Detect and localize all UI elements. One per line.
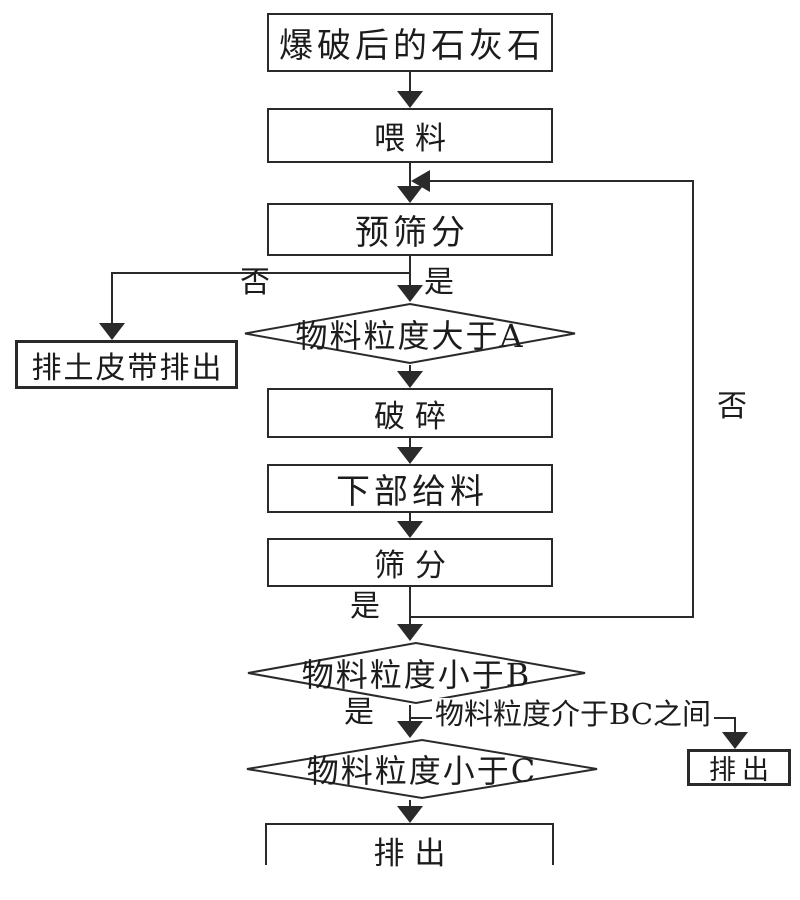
node-discharge-right: 排出 [687, 749, 791, 786]
node-blasted-limestone-label: 爆破后的石灰石 [279, 26, 545, 66]
label-yes-pre-screening: 是 [424, 265, 454, 300]
connector-no-branch-horizontal [111, 272, 410, 274]
decision-size-greater-than-a: 物料粒度大于A [243, 302, 577, 365]
connector-screening-to-decision-b [409, 587, 411, 626]
label-no-return-loop: 否 [717, 389, 747, 424]
arrowhead-into-discharge-right-icon [722, 732, 748, 749]
arrowhead-into-decision-a-icon [397, 285, 423, 302]
node-crushing: 破碎 [267, 388, 553, 438]
diamond-shape [247, 641, 586, 705]
node-discharge-bottom-label: 排出 [373, 836, 456, 872]
node-screening-label: 筛分 [374, 548, 456, 584]
node-screening: 筛分 [267, 538, 553, 587]
node-blasted-limestone: 爆破后的石灰石 [267, 13, 553, 72]
arrowhead-into-lower-feeding-icon [397, 447, 423, 464]
decision-size-less-than-b: 物料粒度小于B [246, 641, 587, 705]
label-yes-screening: 是 [350, 589, 380, 624]
node-crushing-label: 破碎 [374, 398, 456, 435]
label-yes-less-than-b: 是 [344, 695, 374, 730]
node-feeding-label: 喂料 [374, 121, 456, 157]
connector-decision-a-to-crushing [409, 365, 411, 374]
node-lower-feeding-label: 下部给料 [336, 472, 488, 512]
decision-size-less-than-c: 物料粒度小于C [245, 738, 599, 800]
connector-decision-b-to-decision-c [409, 705, 411, 723]
node-discharge-right-label: 排出 [709, 755, 775, 786]
connector-no-branch-vertical [111, 272, 113, 325]
connector-lower-feeding-to-screening [409, 513, 411, 523]
node-discharge-bottom: 排出 [265, 823, 554, 872]
connector-bc-branch-vertical [734, 717, 736, 734]
label-no-pre-screening: 否 [240, 265, 270, 300]
arrowhead-into-waste-belt-icon [99, 323, 125, 340]
decision-size-less-than-c-label: 物料粒度小于C [306, 752, 538, 790]
arrowhead-into-discharge-bottom-icon [397, 806, 423, 823]
node-waste-belt-discharge-label: 排土皮带排出 [31, 350, 224, 386]
node-feeding: 喂料 [267, 108, 553, 163]
arrowhead-into-screening-icon [397, 521, 423, 538]
node-pre-screening-label: 预筛分 [355, 213, 469, 253]
connector-feeding-to-prescreening [409, 163, 411, 188]
node-pre-screening: 预筛分 [267, 203, 553, 256]
diamond-shape [246, 738, 598, 800]
connector-prescreening-to-decision-a [409, 256, 411, 287]
label-between-b-and-c: 物料粒度介于BC之间 [432, 698, 715, 731]
connector-return-vertical [692, 180, 694, 618]
connector-decision-c-to-discharge [409, 800, 411, 808]
node-waste-belt-discharge: 排土皮带排出 [15, 340, 238, 389]
node-lower-feeding: 下部给料 [267, 464, 553, 513]
connector-crushing-to-lower-feeding [409, 438, 411, 449]
diamond-shape [244, 302, 576, 365]
arrowhead-into-decision-c-icon [397, 721, 423, 738]
connector-return-bottom-horizontal [410, 616, 694, 618]
arrowhead-into-feeding-icon [397, 91, 423, 108]
arrowhead-into-decision-b-icon [397, 624, 423, 641]
arrowhead-into-feed-line-icon [411, 170, 430, 192]
decision-size-less-than-b-label: 物料粒度小于B [301, 656, 532, 694]
arrowhead-into-crushing-icon [397, 371, 423, 388]
connector-blasted-to-feeding [409, 72, 411, 93]
decision-size-greater-than-a-label: 物料粒度大于A [295, 316, 525, 355]
connector-return-top-horizontal [429, 180, 694, 182]
